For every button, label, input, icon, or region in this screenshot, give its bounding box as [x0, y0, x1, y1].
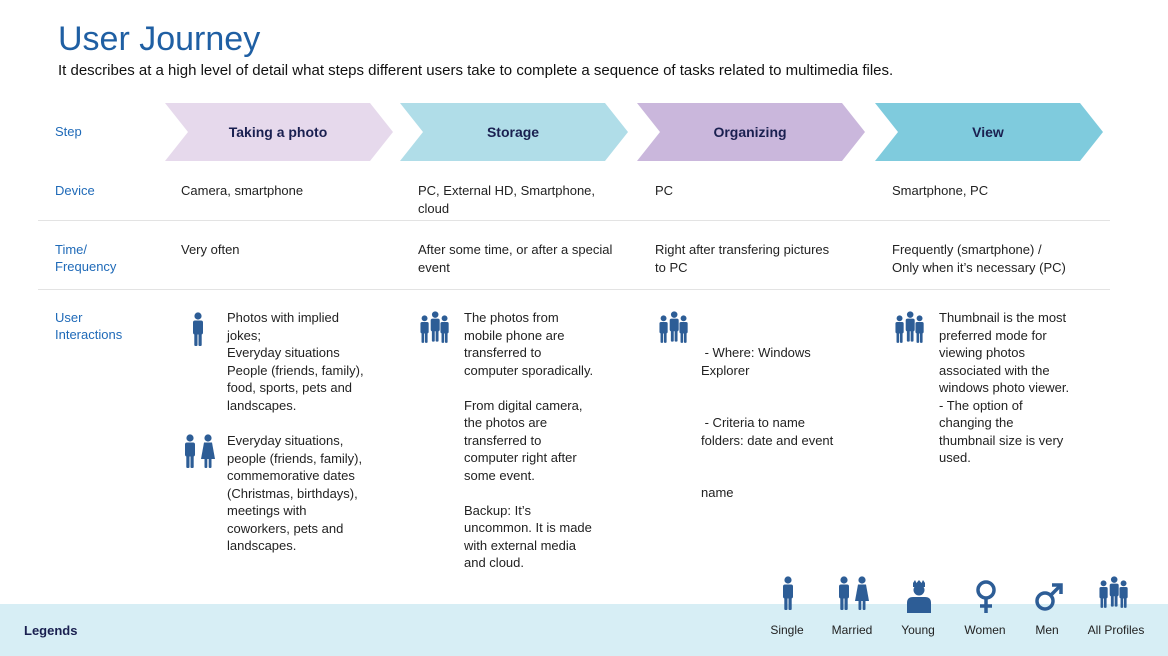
- device-cell: PC, External HD, Smartphone,cloud: [418, 183, 596, 216]
- row-label-time: Time/Frequency: [55, 242, 117, 274]
- device-cell: Camera, smartphone: [181, 183, 304, 198]
- female-symbol-icon: [976, 580, 996, 613]
- legend-label-men: Men: [1035, 623, 1059, 637]
- step-label-storage: Storage: [486, 124, 540, 140]
- row-divider: [38, 220, 1110, 221]
- all-profiles-icon: [893, 311, 927, 351]
- step-chevrons: [165, 103, 1103, 161]
- young-person-icon: [907, 580, 931, 613]
- male-symbol-icon: [1035, 583, 1063, 611]
- all-profiles-icon: [1097, 576, 1131, 616]
- device-cell: Smartphone, PC: [892, 183, 989, 198]
- frequency-cell: Frequently (smartphone) /Only when it’s …: [892, 242, 1066, 275]
- legend-label-married: Married: [831, 623, 873, 637]
- married-couple-icon: [185, 434, 215, 468]
- step-label-taking-photo: Taking a photo: [228, 124, 328, 140]
- step-label-view: View: [972, 124, 1004, 140]
- page-title: User Journey: [58, 20, 261, 58]
- married-couple-icon: [839, 576, 869, 610]
- row-divider: [38, 289, 1110, 290]
- all-profiles-icon: [418, 311, 452, 351]
- step-label-organizing: Organizing: [713, 124, 787, 140]
- row-label-step: Step: [55, 124, 82, 139]
- legend-bar: [0, 604, 1168, 656]
- legend-label-single: Single: [770, 623, 804, 637]
- single-person-icon: [193, 312, 203, 346]
- legend-label-all-profiles: All Profiles: [1087, 623, 1145, 637]
- page-subtitle: It describes at a high level of detail w…: [58, 62, 894, 79]
- device-cell: PC: [655, 183, 674, 198]
- legend-title: Legends: [24, 623, 78, 638]
- row-label-device: Device: [55, 183, 95, 198]
- legend-label-women: Women: [964, 623, 1006, 637]
- single-person-icon: [783, 576, 793, 610]
- all-profiles-icon: [657, 311, 691, 351]
- frequency-cell: Very often: [181, 242, 240, 257]
- legend-label-young: Young: [901, 623, 935, 637]
- interaction-text-married: Everyday situations,people (friends, fam…: [227, 433, 363, 553]
- chevron-step-view: [875, 103, 1103, 161]
- chevron-step-taking-photo: [165, 103, 393, 161]
- chevron-step-organizing: [637, 103, 865, 161]
- chevron-step-storage: [400, 103, 628, 161]
